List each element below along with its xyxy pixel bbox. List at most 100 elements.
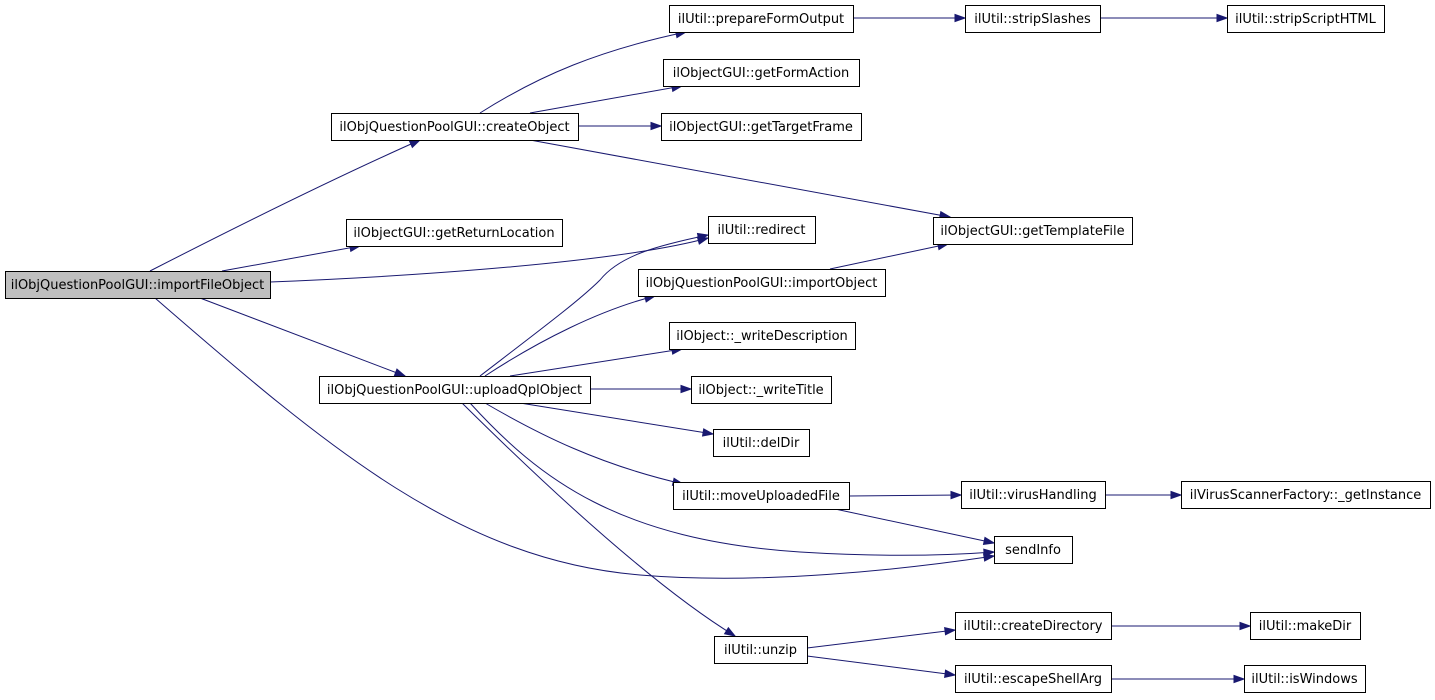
edge-line xyxy=(529,139,951,218)
node-writeTitle[interactable]: ilObject::_writeTitle xyxy=(691,376,832,404)
node-getInstance[interactable]: ilVirusScannerFactory::_getInstance xyxy=(1181,481,1431,509)
node-label: ilUtil::stripSlashes xyxy=(974,12,1091,27)
node-box xyxy=(663,59,860,87)
node-box xyxy=(669,322,856,350)
node-label: sendInfo xyxy=(1005,543,1061,558)
node-box xyxy=(965,5,1101,33)
node-stripSlashes[interactable]: ilUtil::stripSlashes xyxy=(965,5,1101,33)
node-uploadQplObject[interactable]: ilObjQuestionPoolGUI::uploadQplObject xyxy=(319,376,591,404)
node-box xyxy=(1227,5,1385,33)
edge-line xyxy=(519,402,714,435)
edge-line xyxy=(806,629,956,649)
node-label: ilUtil::stripScriptHTML xyxy=(1235,12,1377,27)
edge-createObject-to-getTargetFrame xyxy=(578,121,663,131)
node-box xyxy=(713,429,810,457)
node-box xyxy=(319,376,591,404)
node-label: ilUtil::createDirectory xyxy=(963,619,1102,634)
node-sendInfo[interactable]: sendInfo xyxy=(994,536,1073,564)
edge-importFileObject-to-createObject xyxy=(149,139,422,272)
node-label: ilObjectGUI::getReturnLocation xyxy=(353,226,554,241)
arrowhead-icon xyxy=(723,626,737,637)
edge-uploadQplObject-to-delDir xyxy=(519,402,715,437)
node-label: ilUtil::isWindows xyxy=(1251,672,1357,687)
edge-line xyxy=(149,139,421,272)
node-getTargetFrame[interactable]: ilObjectGUI::getTargetFrame xyxy=(661,113,862,141)
edge-line xyxy=(806,655,956,676)
edge-moveUploadedFile-to-virusHandling xyxy=(848,490,963,500)
node-createObject[interactable]: ilObjQuestionPoolGUI::createObject xyxy=(331,113,579,141)
arrowhead-icon xyxy=(944,626,957,636)
node-label: ilObjQuestionPoolGUI::uploadQplObject xyxy=(327,383,582,398)
arrowhead-icon xyxy=(1170,490,1183,500)
node-label: ilObjectGUI::getFormAction xyxy=(673,66,850,81)
edge-line xyxy=(154,297,995,579)
node-createDirectory[interactable]: ilUtil::createDirectory xyxy=(955,612,1112,640)
edge-line xyxy=(199,297,406,377)
edge-line xyxy=(479,31,687,114)
edge-createObject-to-getFormAction xyxy=(529,83,684,114)
node-box xyxy=(933,217,1133,245)
node-box xyxy=(673,482,850,510)
node-importObject[interactable]: ilObjQuestionPoolGUI::importObject xyxy=(638,269,886,297)
nodes: ilObjQuestionPoolGUI::importFileObjectil… xyxy=(5,5,1431,693)
node-label: ilObject::_writeDescription xyxy=(676,329,848,344)
edge-line xyxy=(834,508,995,544)
node-importFileObject[interactable]: ilObjQuestionPoolGUI::importFileObject xyxy=(5,271,271,299)
arrowhead-icon xyxy=(680,384,693,394)
edge-line xyxy=(848,494,962,497)
node-label: ilUtil::escapeShellArg xyxy=(964,672,1102,687)
edge-moveUploadedFile-to-sendInfo xyxy=(834,508,996,546)
node-box xyxy=(955,612,1112,640)
edge-unzip-to-escapeShellArg xyxy=(806,655,957,678)
node-box xyxy=(331,113,579,141)
edge-uploadQplObject-to-writeDescription xyxy=(509,346,684,377)
arrowhead-icon xyxy=(950,490,963,500)
node-label: ilObjQuestionPoolGUI::createObject xyxy=(339,120,569,135)
node-label: ilObjectGUI::getTargetFrame xyxy=(669,120,853,135)
node-label: ilUtil::virusHandling xyxy=(969,488,1096,503)
edge-line xyxy=(479,234,709,377)
node-prepareFormOutput[interactable]: ilUtil::prepareFormOutput xyxy=(669,5,854,33)
node-escapeShellArg[interactable]: ilUtil::escapeShellArg xyxy=(955,665,1112,693)
edges xyxy=(149,13,1252,684)
node-getTemplateFile[interactable]: ilObjectGUI::getTemplateFile xyxy=(933,217,1133,245)
edge-unzip-to-createDirectory xyxy=(806,626,957,649)
node-makeDir[interactable]: ilUtil::makeDir xyxy=(1250,612,1361,640)
node-getReturnLocation[interactable]: ilObjectGUI::getReturnLocation xyxy=(346,219,563,247)
edge-importObject-to-getTemplateFile xyxy=(829,241,950,270)
node-writeDescription[interactable]: ilObject::_writeDescription xyxy=(669,322,856,350)
node-stripScriptHTML[interactable]: ilUtil::stripScriptHTML xyxy=(1227,5,1385,33)
arrowhead-icon xyxy=(1239,621,1252,631)
edge-importFileObject-to-getReturnLocation xyxy=(221,243,362,272)
node-label: ilUtil::moveUploadedFile xyxy=(682,489,840,504)
arrowhead-icon xyxy=(954,13,967,23)
node-box xyxy=(661,113,862,141)
node-box xyxy=(961,481,1106,509)
node-getFormAction[interactable]: ilObjectGUI::getFormAction xyxy=(663,59,860,87)
arrowhead-icon xyxy=(650,121,663,131)
edge-line xyxy=(461,402,736,637)
node-box xyxy=(708,216,816,244)
node-isWindows[interactable]: ilUtil::isWindows xyxy=(1244,665,1366,693)
node-label: ilUtil::delDir xyxy=(723,436,800,451)
arrowhead-icon xyxy=(408,139,422,149)
node-box xyxy=(994,536,1073,564)
node-box xyxy=(955,665,1112,693)
node-virusHandling[interactable]: ilUtil::virusHandling xyxy=(961,481,1106,509)
edge-createObject-to-getTemplateFile xyxy=(529,139,952,220)
edge-importFileObject-to-sendInfo xyxy=(154,297,996,579)
arrowhead-icon xyxy=(982,536,996,546)
node-unzip[interactable]: ilUtil::unzip xyxy=(714,636,808,664)
node-label: ilVirusScannerFactory::_getInstance xyxy=(1190,488,1421,503)
node-box xyxy=(714,636,808,664)
edge-line xyxy=(484,295,656,377)
node-delDir[interactable]: ilUtil::delDir xyxy=(713,429,810,457)
node-redirect[interactable]: ilUtil::redirect xyxy=(708,216,816,244)
edge-line xyxy=(509,348,683,377)
node-moveUploadedFile[interactable]: ilUtil::moveUploadedFile xyxy=(673,482,850,510)
edge-prepareFormOutput-to-stripSlashes xyxy=(853,13,967,23)
node-label: ilUtil::prepareFormOutput xyxy=(678,12,844,27)
node-box xyxy=(1244,665,1366,693)
edge-uploadQplObject-to-sendInfo xyxy=(469,402,996,558)
